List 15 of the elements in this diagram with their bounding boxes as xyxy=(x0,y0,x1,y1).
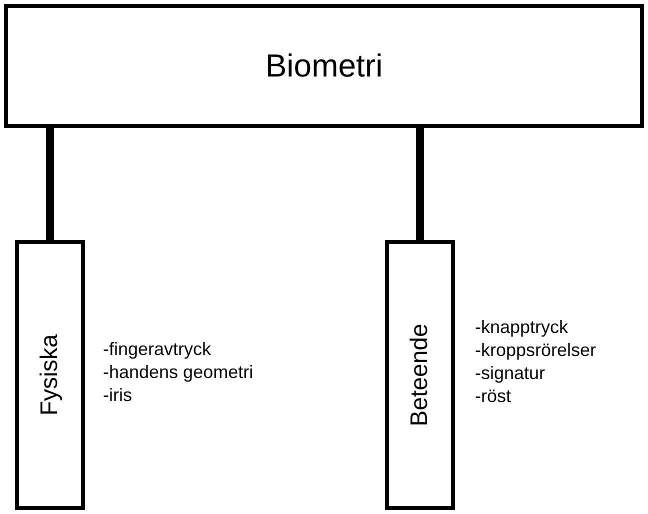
node-label: Fysiska xyxy=(36,334,64,416)
connector-line xyxy=(416,128,424,240)
list-item: -kroppsrörelser xyxy=(475,339,596,362)
category-box xyxy=(385,240,455,510)
list-item: -signatur xyxy=(475,362,546,385)
list-item: -knapptryck xyxy=(475,316,570,339)
category-box xyxy=(15,240,85,510)
node-label: Beteende xyxy=(406,324,434,426)
list-item: -röst xyxy=(475,385,512,408)
list-item: -handens geometri xyxy=(103,361,254,384)
connector-line xyxy=(46,128,54,240)
title-box xyxy=(4,4,644,128)
list-item: -fingeravtryck xyxy=(103,338,212,361)
list-item: -iris xyxy=(103,384,133,407)
node-label: Biometri xyxy=(265,48,383,84)
